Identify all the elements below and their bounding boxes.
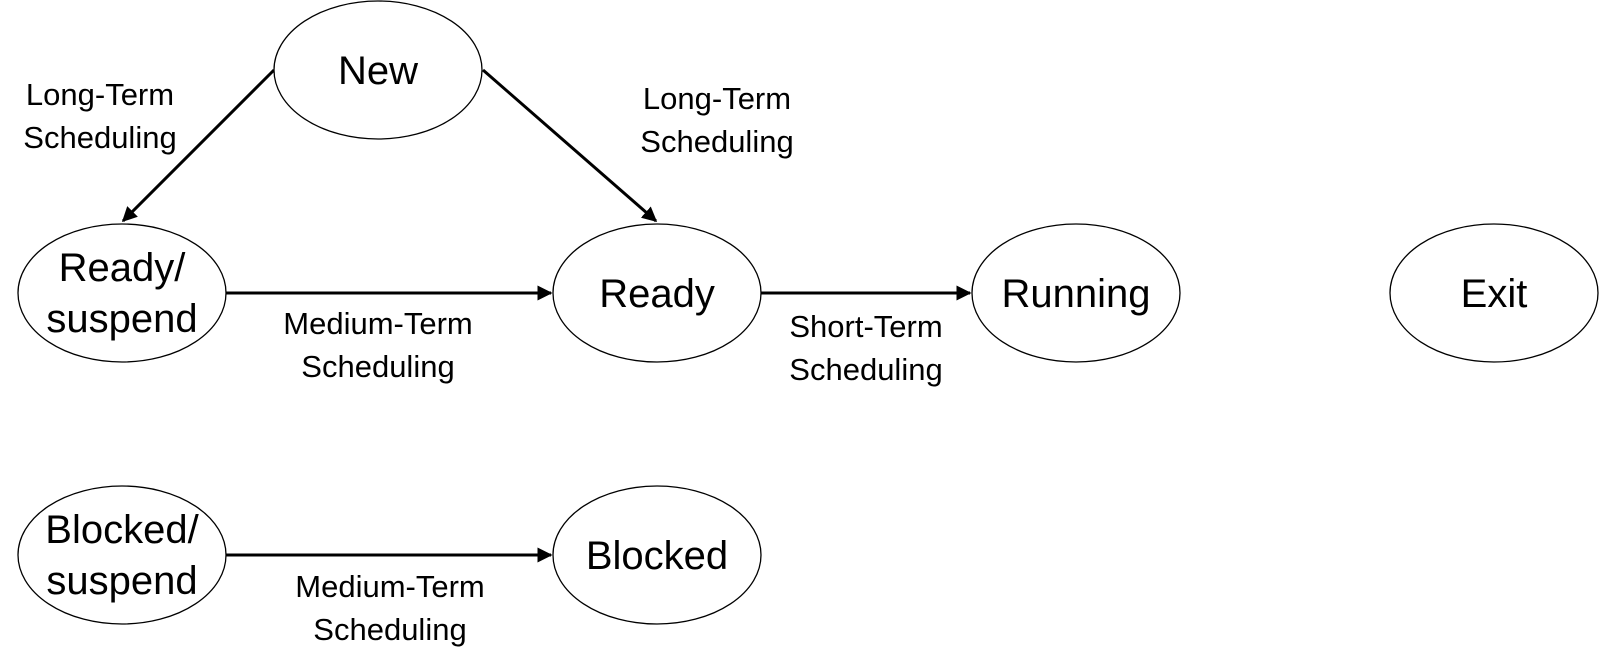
state-running-label: Running [1001,272,1150,316]
edge-new-to-ready-suspend [121,68,276,223]
state-blocked-label: Blocked [586,534,728,578]
edge-label-blocked-suspend-to-blocked-line2: Scheduling [313,612,466,647]
edge-label-ready-to-running-line1: Short-Term [789,309,942,344]
edge-label-blocked-suspend-to-blocked-line1: Medium-Term [295,569,484,604]
state-blocked-suspend: Blocked/ suspend [17,485,227,625]
state-ready: Ready [552,223,762,363]
state-new-label: New [338,49,418,93]
edge-label-ready-suspend-to-ready-line1: Medium-Term [283,306,472,341]
state-running: Running [971,223,1181,363]
edge-new-to-ready [482,68,658,223]
state-blocked-suspend-label-line1: Blocked/ [45,508,199,552]
edge-label-new-to-ready-line1: Long-Term [643,81,791,116]
state-blocked: Blocked [552,485,762,625]
edge-label-ready-to-running-line2: Scheduling [789,352,942,387]
state-ready-label: Ready [599,272,715,316]
state-ready-suspend: Ready/ suspend [17,223,227,363]
edge-label-new-to-ready-line2: Scheduling [640,124,793,159]
edge-label-new-to-ready-suspend-line1: Long-Term [26,77,174,112]
state-exit-label: Exit [1461,272,1528,316]
state-exit: Exit [1389,223,1599,363]
state-blocked-suspend-label-line2: suspend [46,559,197,603]
edge-label-ready-suspend-to-ready-line2: Scheduling [301,349,454,384]
edge-label-new-to-ready-suspend-line2: Scheduling [23,120,176,155]
state-ready-suspend-label-line1: Ready/ [59,246,187,290]
state-new: New [273,0,483,140]
state-ready-suspend-label-line2: suspend [46,297,197,341]
